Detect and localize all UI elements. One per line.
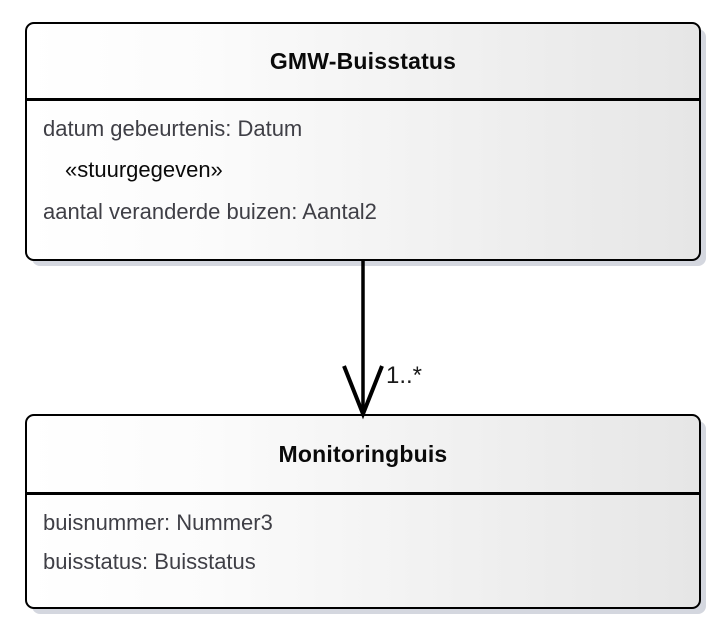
- uml-class-attributes-gmw-buisstatus: datum gebeurtenis: Datum «stuurgegeven» …: [27, 101, 699, 259]
- uml-class-attributes-monitoringbuis: buisnummer: Nummer3 buisstatus: Buisstat…: [27, 495, 699, 607]
- association-arrowhead-open-icon: [342, 365, 384, 420]
- uml-class-name-gmw-buisstatus: GMW-Buisstatus: [269, 47, 457, 74]
- uml-attribute-stereotype: «stuurgegeven»: [65, 157, 223, 182]
- uml-attribute: buisstatus: Buisstatus: [43, 549, 256, 574]
- uml-class-header-gmw-buisstatus: GMW-Buisstatus: [27, 24, 699, 101]
- uml-attribute: aantal veranderde buizen: Aantal2: [43, 199, 377, 224]
- uml-attribute: buisnummer: Nummer3: [43, 510, 273, 535]
- uml-class-header-monitoringbuis: Monitoringbuis: [27, 416, 699, 495]
- uml-class-name-monitoringbuis: Monitoringbuis: [278, 440, 448, 467]
- uml-attribute: datum gebeurtenis: Datum: [43, 116, 303, 141]
- association-multiplicity-label: 1..*: [386, 362, 423, 389]
- uml-class-monitoringbuis[interactable]: Monitoringbuis buisnummer: Nummer3 buiss…: [25, 414, 701, 609]
- uml-class-gmw-buisstatus[interactable]: GMW-Buisstatus datum gebeurtenis: Datum …: [25, 22, 701, 261]
